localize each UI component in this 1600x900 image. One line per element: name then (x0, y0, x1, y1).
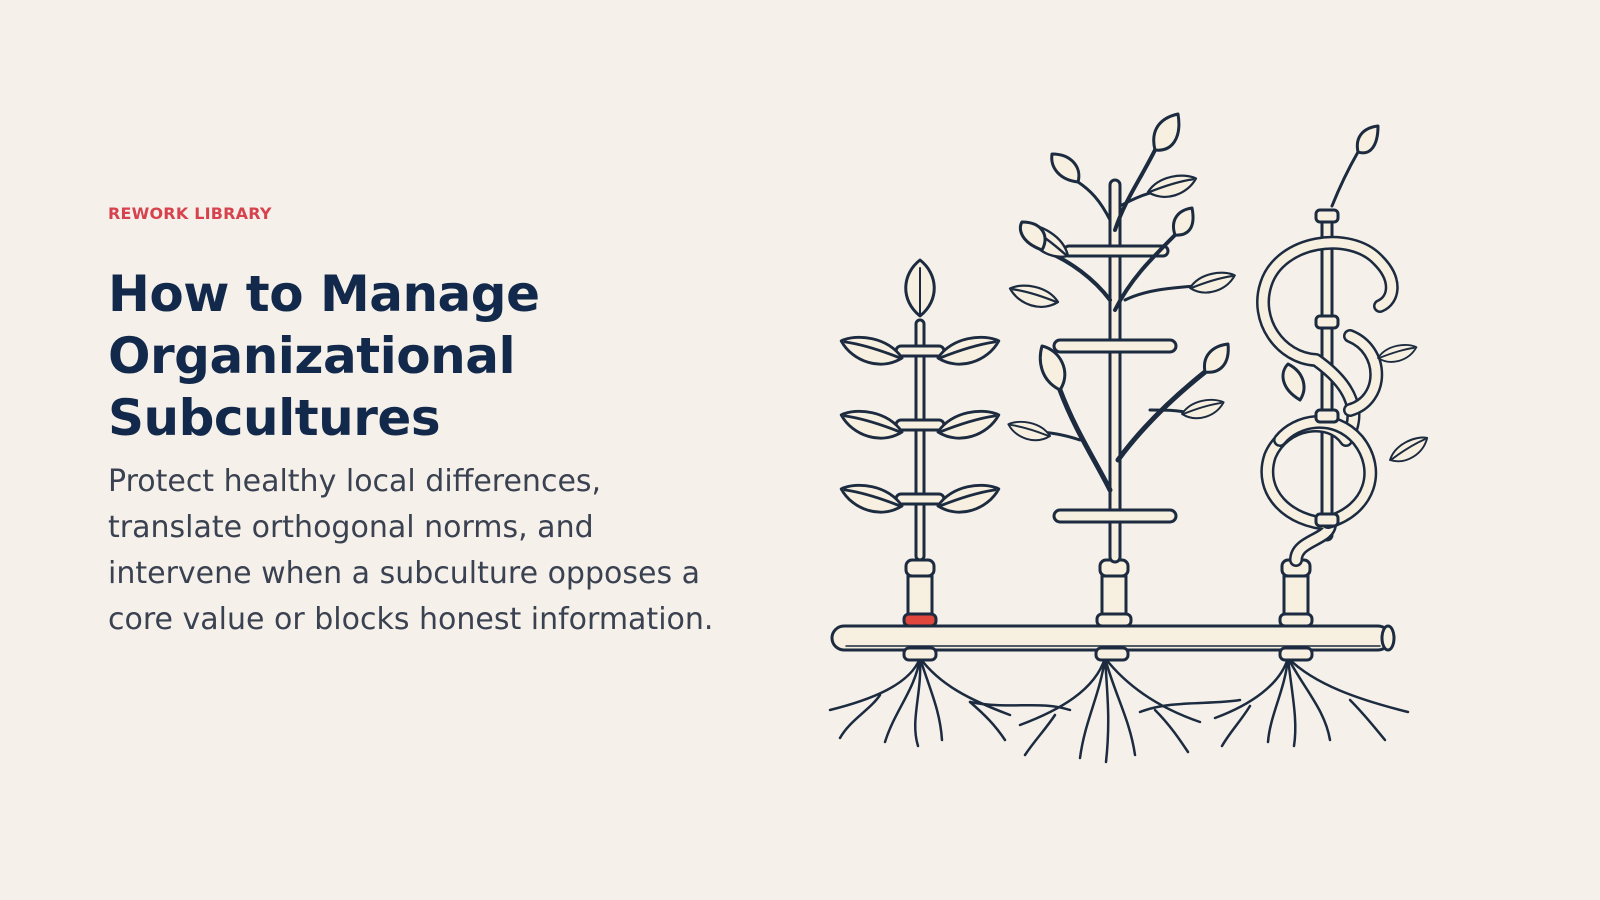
plants-on-pipe-roots-illustration (810, 110, 1450, 790)
subtitle: Protect healthy local differences, trans… (108, 464, 714, 637)
title-line-2: Organizational (108, 327, 516, 385)
plant-right (1256, 124, 1433, 628)
horizontal-pipe (830, 624, 1396, 652)
text-column: REWORK LIBRARY How to Manage Organizatio… (108, 204, 718, 643)
title-line-3: Subcultures (108, 389, 441, 447)
title-line-1: How to Manage (108, 265, 540, 323)
plant-middle (1007, 112, 1236, 628)
roots-graphic (828, 656, 1410, 764)
page-title: How to Manage Organizational Subcultures (108, 263, 718, 449)
plant-left (839, 258, 1001, 628)
eyebrow-label: REWORK LIBRARY (108, 204, 272, 223)
